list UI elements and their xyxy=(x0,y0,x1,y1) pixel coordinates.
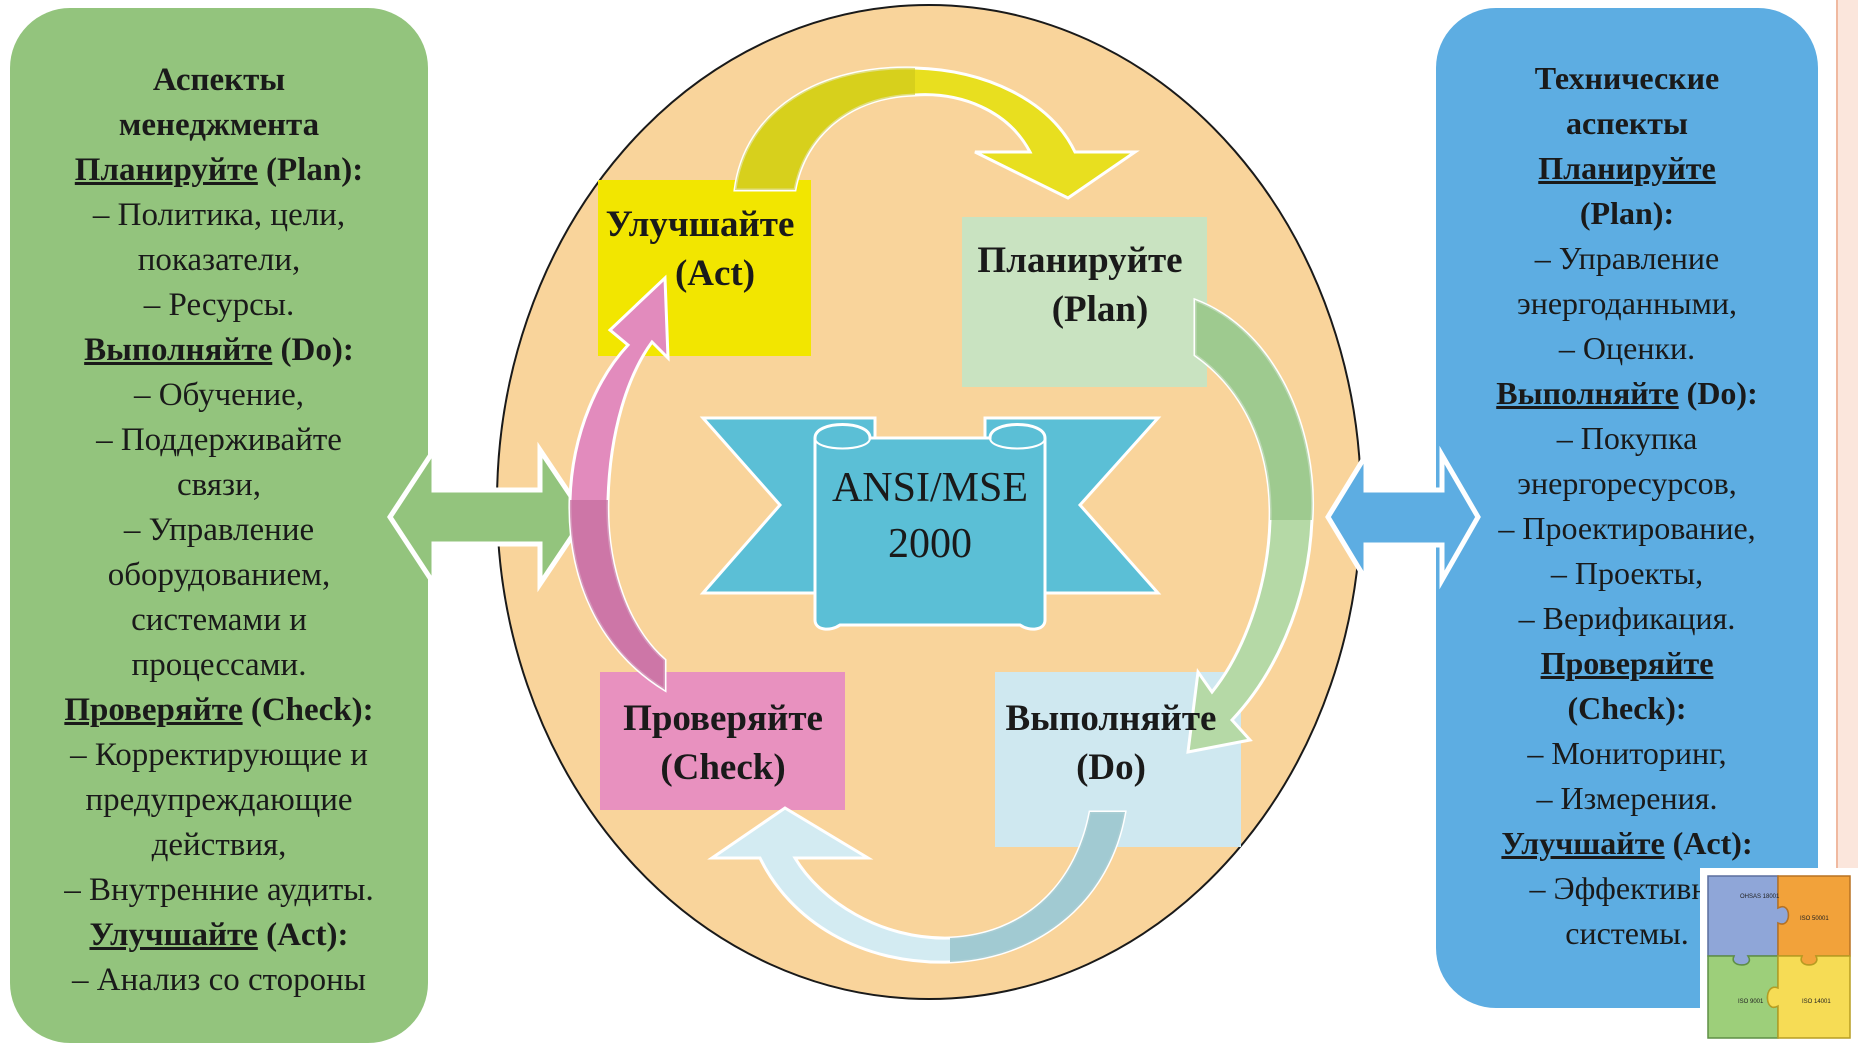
left-do-item: процессами. xyxy=(131,647,307,683)
left-act-heading: Улучшайте (Act): xyxy=(10,913,428,958)
left-act-head: Улучшайте xyxy=(89,917,258,953)
right-title-line2: аспекты xyxy=(1566,105,1688,141)
plan-label-line1: Планируйте xyxy=(977,240,1183,281)
left-plan-heading: Планируйте (Plan): xyxy=(10,148,428,193)
left-do-heading: Выполняйте (Do): xyxy=(10,328,428,373)
right-act-item: – Эффективно xyxy=(1529,870,1725,906)
iso-puzzle-logo: OHSAS 18001 ISO 50001 ISO 9001 ISO 14001 xyxy=(1700,868,1858,1043)
banner-scroll xyxy=(813,423,1047,631)
check-label-line1: Проверяйте xyxy=(623,698,823,739)
right-do-item: энергоресурсов, xyxy=(1517,465,1737,501)
left-check-item: – Корректирующие и xyxy=(70,737,368,773)
right-check-item: – Мониторинг, xyxy=(1527,735,1727,771)
svg-text:ISO 9001: ISO 9001 xyxy=(1738,999,1764,1005)
left-plan-head: Планируйте xyxy=(74,152,258,188)
left-do-item: системами и xyxy=(131,602,307,638)
check-label-line2: (Check) xyxy=(660,747,786,788)
right-act-tail: (Act): xyxy=(1664,825,1753,861)
left-do-item: – Обучение, xyxy=(133,377,305,413)
right-title-line1: Технические xyxy=(1534,60,1720,96)
technical-aspects-panel: Технические аспекты Планируйте (Plan): –… xyxy=(1436,8,1818,1008)
check-label: Проверяйте (Check) xyxy=(608,694,838,792)
left-double-arrow xyxy=(387,441,589,593)
right-plan-item: – Управление xyxy=(1534,240,1720,276)
right-do-heading: Выполняйте (Do): xyxy=(1436,371,1818,416)
puzzle-piece-yellow xyxy=(1766,955,1851,1039)
banner-line2: 2000 xyxy=(888,521,972,567)
right-plan-item: энергоданными, xyxy=(1516,285,1738,321)
left-plan-item: – Ресурсы. xyxy=(143,287,295,323)
left-check-item: предупреждающие xyxy=(85,782,353,818)
right-plan-tail: (Plan): xyxy=(1579,195,1675,231)
do-label: Выполняйте (Do) xyxy=(996,694,1226,792)
right-do-head: Выполняйте xyxy=(1496,375,1679,411)
right-act-item: системы. xyxy=(1565,915,1689,951)
right-plan-head: Планируйте xyxy=(1538,150,1716,186)
svg-text:ISO 50001: ISO 50001 xyxy=(1800,916,1829,922)
left-check-heading: Проверяйте (Check): xyxy=(10,688,428,733)
right-double-arrow xyxy=(1325,445,1481,590)
left-do-item: оборудованием, xyxy=(107,557,331,593)
left-plan-item: – Политика, цели, xyxy=(92,197,346,233)
right-do-item: – Верификация. xyxy=(1518,600,1736,636)
left-title-line1: Аспекты xyxy=(152,62,286,98)
management-aspects-panel: Аспекты менеджмента Планируйте (Plan): –… xyxy=(10,8,428,1043)
left-check-item: – Внутренние аудиты. xyxy=(64,872,374,908)
left-act-tail: (Act): xyxy=(257,917,349,953)
act-label-line2: (Act) xyxy=(674,253,756,294)
plan-label: Планируйте (Plan) xyxy=(965,236,1195,334)
left-check-item: действия, xyxy=(151,827,287,863)
left-do-item: – Управление xyxy=(123,512,315,548)
do-label-line2: (Do) xyxy=(1076,747,1146,788)
svg-text:OHSAS 18001: OHSAS 18001 xyxy=(1740,894,1780,900)
right-do-item: – Проектирование, xyxy=(1498,510,1756,546)
puzzle-piece-blue xyxy=(1707,875,1790,966)
plan-box xyxy=(962,217,1207,387)
left-plan-item: показатели, xyxy=(137,242,301,278)
right-do-item: – Проекты, xyxy=(1550,555,1704,591)
right-act-heading: Улучшайте (Act): xyxy=(1436,821,1818,866)
left-do-item: – Поддерживайте xyxy=(96,422,342,458)
right-do-tail: (Do): xyxy=(1678,375,1758,411)
left-plan-tail: (Plan): xyxy=(257,152,364,188)
plan-label-line2: (Plan) xyxy=(1051,289,1149,330)
slide-edge-stripe xyxy=(1836,0,1858,1043)
right-check-head: Проверяйте xyxy=(1540,645,1714,681)
left-title-line2: менеджмента xyxy=(118,107,320,143)
right-check-tail: (Check): xyxy=(1567,690,1687,726)
left-check-tail: (Check): xyxy=(242,692,374,728)
right-plan-item: – Оценки. xyxy=(1558,330,1696,366)
act-label: Улучшайте (Act) xyxy=(600,200,800,298)
right-do-item: – Покупка xyxy=(1556,420,1698,456)
banner-line1: ANSI/MSE xyxy=(831,465,1029,511)
do-label-line1: Выполняйте xyxy=(1005,698,1217,739)
left-check-head: Проверяйте xyxy=(64,692,243,728)
right-check-item: – Измерения. xyxy=(1536,780,1718,816)
left-act-item: – Анализ со стороны xyxy=(72,962,366,998)
act-label-line1: Улучшайте xyxy=(605,204,795,245)
left-do-item: связи, xyxy=(177,467,261,503)
svg-text:ISO 14001: ISO 14001 xyxy=(1802,999,1831,1005)
left-do-head: Выполняйте xyxy=(84,332,273,368)
check-box xyxy=(600,672,845,810)
banner-label: ANSI/MSE 2000 xyxy=(815,460,1045,572)
left-do-tail: (Do): xyxy=(272,332,354,368)
right-act-head: Улучшайте xyxy=(1501,825,1665,861)
